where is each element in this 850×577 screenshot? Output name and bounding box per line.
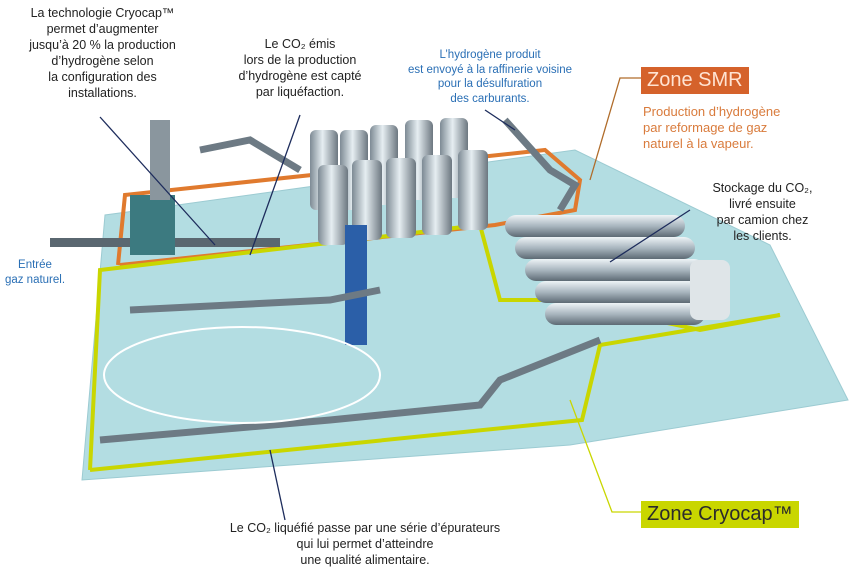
column [345, 225, 367, 345]
reformer [130, 120, 175, 255]
reactor-vessels [310, 118, 488, 245]
pipes [99, 117, 602, 444]
truck [690, 260, 730, 320]
gas-input-note: Entrée gaz naturel. [4, 259, 66, 286]
zone-smr-description: Production d’hydrogène par reformage de … [643, 104, 781, 151]
zone-smr-label: Zone SMR [641, 67, 749, 94]
purifier-highlight [103, 326, 381, 424]
co2-storage-note: Stockage du CO₂, livré ensuite par camio… [712, 181, 813, 243]
co2-emitted-note: Le CO₂ émis lors de la production d’hydr… [238, 37, 362, 99]
smr-zone-border [116, 147, 583, 267]
co2-storage-tanks [505, 215, 705, 325]
zone-cryocap-label: Zone Cryocap™ [641, 501, 799, 528]
cryocap-tech-note: La technologie Cryocap™ permet d’augment… [29, 6, 176, 100]
co2-purification-note: Le CO₂ liquéfié passe par une série d’ép… [229, 521, 501, 567]
hydrogen-sent-note: L’hydrogène produit est envoyé à la raff… [407, 49, 573, 105]
leader-lines [99, 77, 691, 521]
